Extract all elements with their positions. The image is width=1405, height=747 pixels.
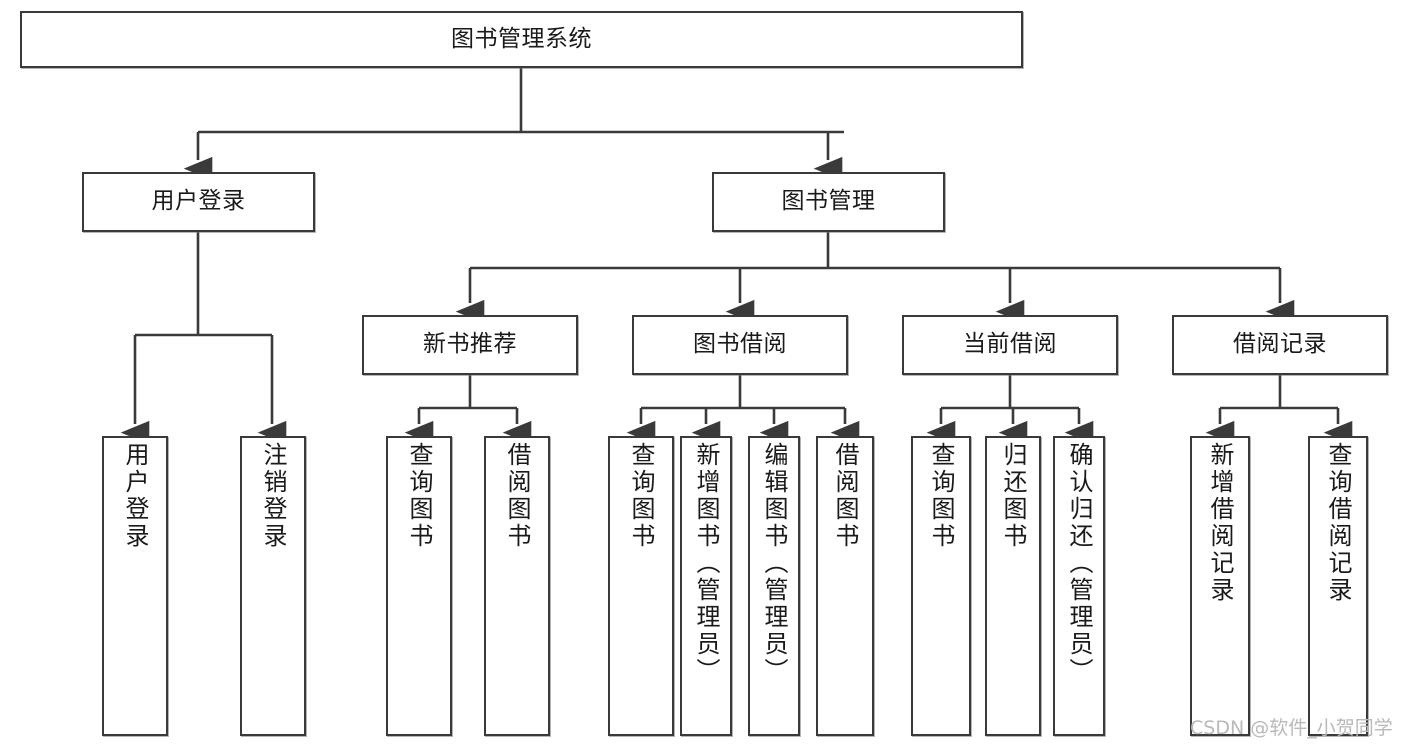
node-label: 查询借阅记录 (1324, 442, 1352, 604)
node-current-borrow[interactable]: 当前借阅 (902, 315, 1118, 375)
node-label: 图书管理 (781, 188, 876, 215)
node-label: 查询图书 (405, 442, 433, 550)
node-leaf-user-logout[interactable]: 注销登录 (240, 436, 306, 736)
node-label: 查询图书 (927, 442, 955, 550)
node-root-book-management-system[interactable]: 图书管理系统 (20, 11, 1023, 68)
node-label: 图书管理系统 (451, 25, 592, 52)
node-label: 当前借阅 (963, 331, 1057, 358)
node-book-management[interactable]: 图书管理 (712, 172, 945, 232)
node-label: 确认归还（管理员） (1065, 442, 1093, 685)
node-label: 图书借阅 (693, 331, 787, 358)
node-label: 编辑图书（管理员） (760, 442, 788, 685)
node-leaf-borrow-book-borrow[interactable]: 借阅图书 (816, 436, 874, 736)
node-label: 借阅图书 (831, 442, 859, 550)
node-leaf-query-book-current[interactable]: 查询图书 (911, 436, 971, 736)
node-label: 用户登录 (151, 188, 246, 215)
node-leaf-edit-book-admin[interactable]: 编辑图书（管理员） (748, 436, 800, 736)
csdn-watermark: CSDN @软件_小贺同学 (1190, 717, 1393, 739)
node-label: 查询图书 (627, 442, 655, 550)
node-leaf-query-borrow-record[interactable]: 查询借阅记录 (1308, 436, 1368, 736)
node-user-login[interactable]: 用户登录 (82, 172, 315, 232)
node-leaf-return-book[interactable]: 归还图书 (985, 436, 1041, 736)
node-label: 新增图书（管理员） (692, 442, 720, 685)
node-leaf-query-book-newbook[interactable]: 查询图书 (386, 436, 452, 736)
node-leaf-user-login[interactable]: 用户登录 (102, 436, 168, 736)
node-label: 用户登录 (121, 442, 149, 550)
node-label: 归还图书 (999, 442, 1027, 550)
node-leaf-confirm-return-admin[interactable]: 确认归还（管理员） (1053, 436, 1105, 736)
node-label: 注销登录 (259, 442, 287, 550)
node-label: 借阅记录 (1233, 331, 1327, 358)
node-leaf-add-book-admin[interactable]: 新增图书（管理员） (680, 436, 732, 736)
node-leaf-borrow-book-newbook[interactable]: 借阅图书 (484, 436, 550, 736)
node-new-book-recommend[interactable]: 新书推荐 (362, 315, 578, 375)
node-label: 借阅图书 (503, 442, 531, 550)
node-label: 新书推荐 (423, 331, 517, 358)
node-borrow-record[interactable]: 借阅记录 (1172, 315, 1388, 375)
node-book-borrow[interactable]: 图书借阅 (632, 315, 848, 375)
node-leaf-add-borrow-record[interactable]: 新增借阅记录 (1190, 436, 1250, 736)
node-label: 新增借阅记录 (1206, 442, 1234, 604)
node-leaf-query-book-borrow[interactable]: 查询图书 (608, 436, 674, 736)
